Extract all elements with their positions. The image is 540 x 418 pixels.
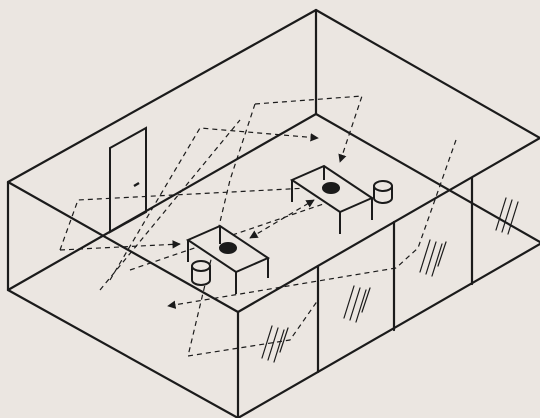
table-back: [289, 164, 375, 234]
chair-back-seat: [373, 180, 393, 192]
dashed-paths: [59, 95, 457, 357]
chair-front-seat: [191, 260, 211, 272]
glare-3: [419, 239, 447, 277]
path-right-long: [395, 139, 457, 269]
back-left-wall: [6, 8, 318, 292]
path-diagonal: [99, 119, 241, 291]
floor-left-edge: [6, 288, 240, 418]
glare-2: [343, 285, 371, 323]
path-bottom-arrow: [167, 267, 397, 309]
path-between-tables: [249, 199, 315, 239]
back-right-wall: [314, 8, 540, 244]
glass-glare-marks: [261, 197, 519, 363]
table-back-legs: [291, 166, 373, 234]
table-front-legs: [187, 226, 269, 294]
glare-4: [495, 197, 519, 235]
glare-1: [261, 325, 289, 363]
room-walls: [6, 8, 540, 418]
path-top-arrow: [109, 127, 319, 281]
table-back-object: [322, 182, 340, 194]
chair-back: [373, 180, 393, 204]
path-right-loop: [254, 95, 363, 163]
door: [109, 126, 147, 234]
path-center-zig: [187, 103, 319, 357]
door-handle: [133, 181, 140, 188]
path-left-long: [59, 187, 309, 251]
path-to-table-left: [59, 240, 181, 251]
door-frame: [109, 126, 147, 234]
table-front-object: [219, 242, 237, 254]
chair-front: [191, 260, 211, 286]
front-glass-wall: [6, 136, 540, 418]
table-front: [185, 224, 271, 294]
